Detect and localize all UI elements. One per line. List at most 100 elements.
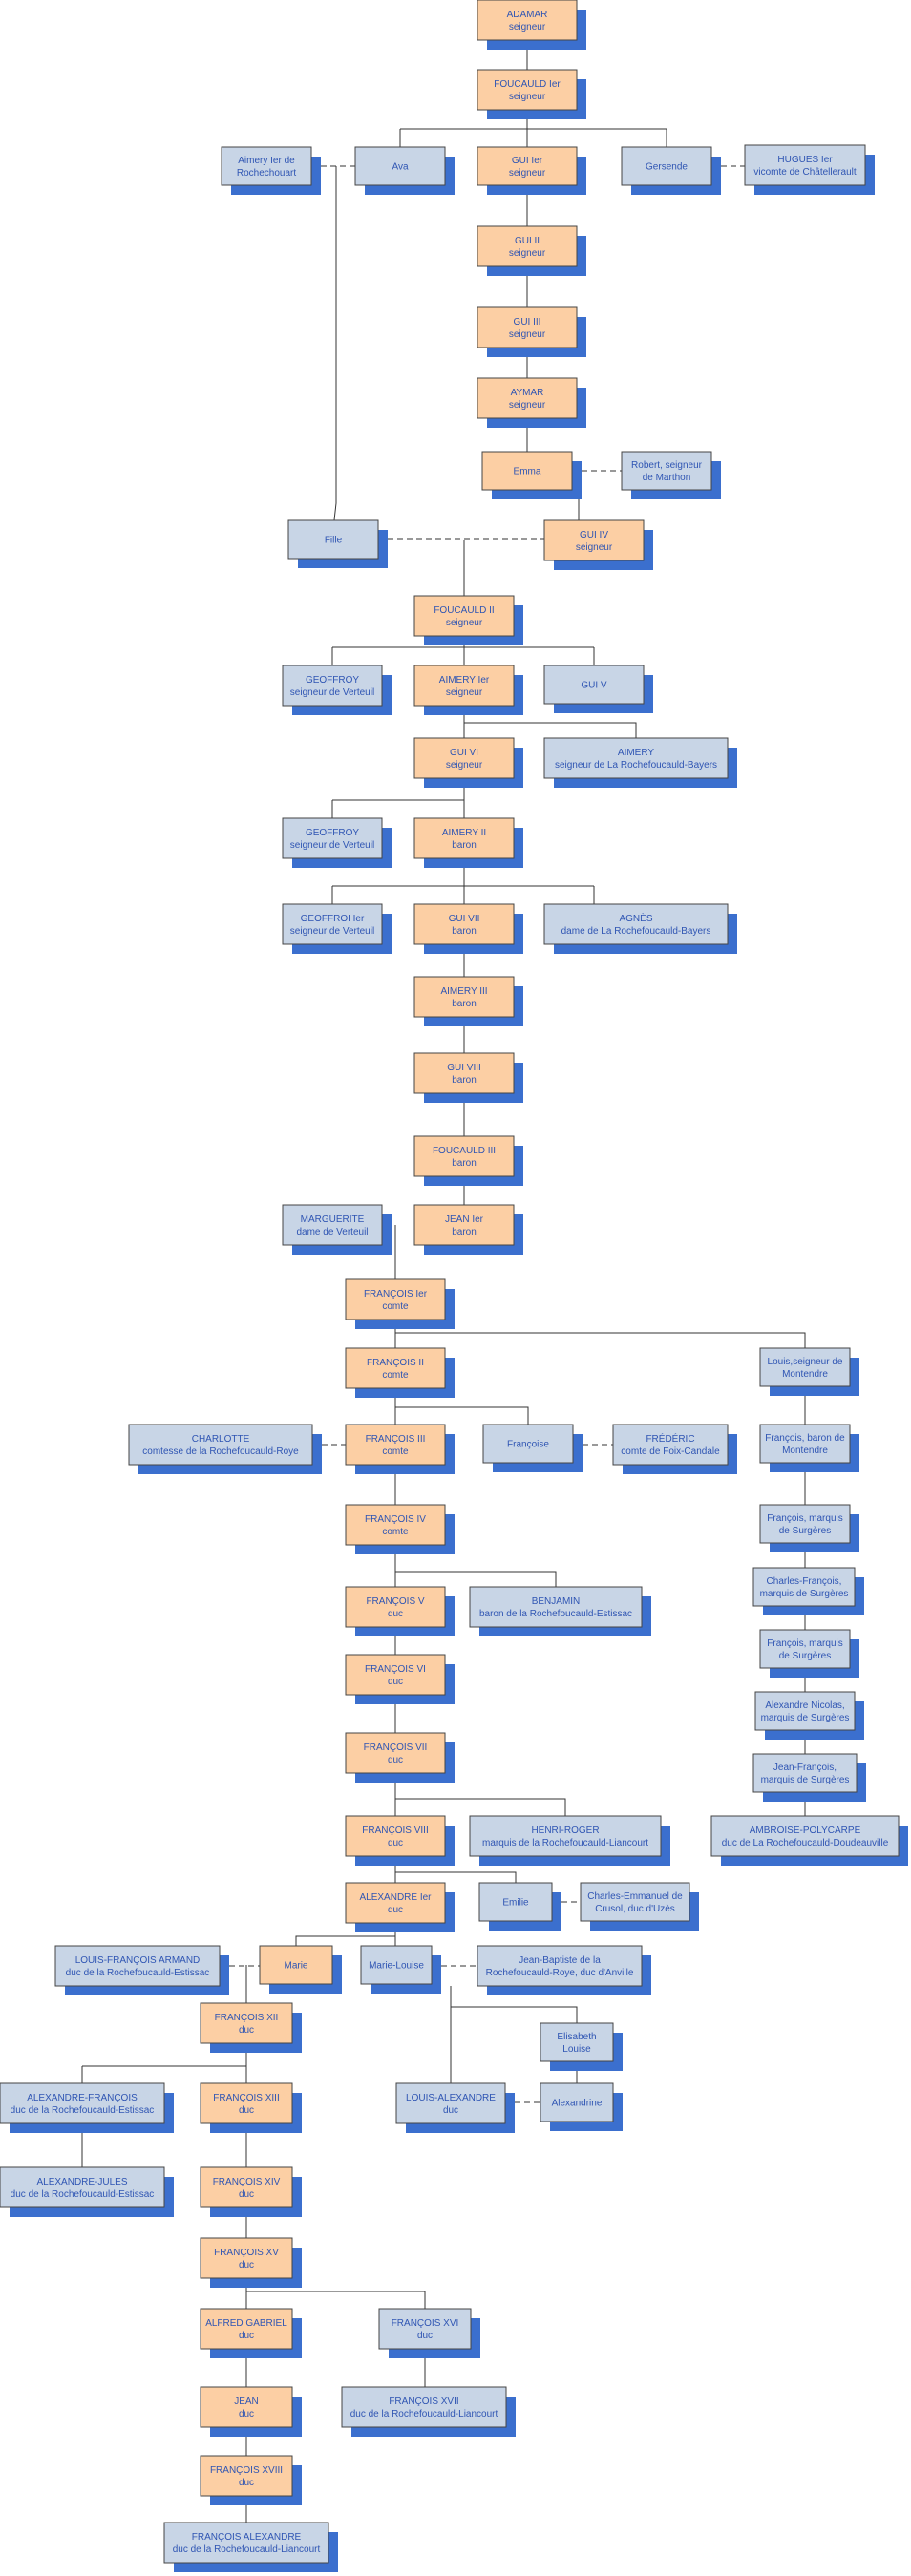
person-title: duc — [239, 2260, 254, 2270]
person-name: François, baron de — [765, 1433, 845, 1444]
person-name: Gersende — [646, 162, 688, 173]
person-title: comte — [382, 1301, 409, 1312]
person-box — [282, 665, 383, 707]
person-title: comtesse de la Rochefoucauld-Roye — [142, 1446, 299, 1457]
person-alexandre-nicolas: Alexandre Nicolas,marquis de Surgères — [754, 1691, 864, 1740]
person-title: duc — [388, 1677, 403, 1687]
person-title: duc — [239, 2409, 254, 2419]
person-title: baron — [452, 926, 477, 937]
person-title: seigneur — [509, 329, 546, 340]
person-box — [221, 146, 312, 186]
person-title: seigneur — [509, 22, 546, 32]
person-box — [543, 665, 645, 705]
person-name: François, marquis — [767, 1638, 842, 1649]
person-title: dame de La Rochefoucauld-Bayers — [561, 926, 711, 937]
person-box — [752, 1753, 858, 1793]
person-name: Françoise — [507, 1440, 549, 1450]
person-name: ALEXANDRE-FRANÇOIS — [27, 2093, 138, 2103]
person-name: Ava — [392, 162, 408, 173]
person-box — [759, 1347, 851, 1387]
person-box — [345, 1654, 446, 1696]
person-name: FOUCAULD Ier — [494, 79, 561, 90]
person-name: LOUIS-FRANÇOIS ARMAND — [75, 1955, 201, 1966]
person-alexandrine: Alexandrine — [540, 2082, 623, 2131]
person-name: GUI VI — [450, 748, 478, 758]
person-box — [759, 1629, 851, 1669]
person-title: Rochefoucauld-Roye, duc d'Anville — [486, 1968, 634, 1978]
person-title: seigneur — [576, 542, 613, 553]
person-title: de Marthon — [643, 473, 691, 483]
person-box — [477, 377, 578, 419]
person-name: Jean-François, — [773, 1763, 837, 1773]
person-name: Fille — [325, 536, 343, 546]
person-box — [345, 1882, 446, 1924]
person-name: FRANÇOIS VIII — [362, 1826, 428, 1836]
person-box — [413, 903, 515, 945]
person-name: HUGUES Ier — [777, 155, 833, 165]
person-box — [128, 1424, 313, 1466]
person-title: baron de la Rochefoucauld-Estissac — [479, 1609, 632, 1619]
person-box — [0, 2082, 165, 2124]
person-box — [477, 69, 578, 111]
person-title: duc — [417, 2331, 433, 2341]
person-name: FRANÇOIS III — [366, 1434, 426, 1445]
person-box — [413, 1052, 515, 1094]
person-title: seigneur — [446, 618, 483, 628]
person-box — [200, 2455, 293, 2497]
person-box — [478, 1882, 553, 1922]
person-name: LOUIS-ALEXANDRE — [406, 2093, 496, 2103]
person-emma: Emma — [481, 451, 582, 499]
person-box — [759, 1504, 851, 1544]
person-box — [345, 1424, 446, 1466]
person-title: duc — [443, 2105, 458, 2116]
person-box — [345, 1586, 446, 1628]
person-name: ALEXANDRE-JULES — [36, 2177, 127, 2187]
person-name: GEOFFROY — [306, 828, 359, 838]
descent-line — [395, 1406, 529, 1425]
person-box — [710, 1815, 900, 1857]
person-title: Louise — [562, 2044, 591, 2055]
person-title: marquis de la Rochefoucauld-Liancourt — [482, 1838, 648, 1848]
person-title: duc — [239, 2331, 254, 2341]
person-box — [612, 1424, 729, 1466]
person-box — [477, 306, 578, 348]
person-name: JEAN Ier — [445, 1214, 484, 1225]
person-agnes: AGNÈS dame de La Rochefoucauld-Bayers — [543, 903, 737, 954]
person-box — [543, 519, 645, 561]
person-title: comte — [382, 1370, 409, 1381]
person-title: baron — [452, 1075, 477, 1086]
person-box — [259, 1945, 333, 1985]
person-title: dame de Verteuil — [296, 1227, 368, 1237]
person-marie: Marie — [259, 1945, 342, 1994]
person-box — [200, 2082, 293, 2124]
person-name: Charles-Emmanuel de — [587, 1891, 683, 1902]
person-name: GEOFFROI Ier — [301, 914, 365, 924]
person-name: FRANÇOIS IV — [365, 1514, 426, 1525]
person-box — [413, 1204, 515, 1246]
person-name: François, marquis — [767, 1513, 842, 1524]
person-box — [282, 903, 383, 945]
person-title: duc de la Rochefoucauld-Estissac — [66, 1968, 210, 1978]
person-name: CHARLOTTE — [192, 1434, 250, 1445]
person-name: AGNÈS — [619, 912, 652, 924]
person-box — [345, 1815, 446, 1857]
person-name: Alexandrine — [552, 2099, 603, 2109]
descent-line — [333, 166, 337, 521]
person-louis-francois-armand: LOUIS-FRANÇOIS ARMAND duc de la Rochefouc… — [54, 1945, 229, 1995]
